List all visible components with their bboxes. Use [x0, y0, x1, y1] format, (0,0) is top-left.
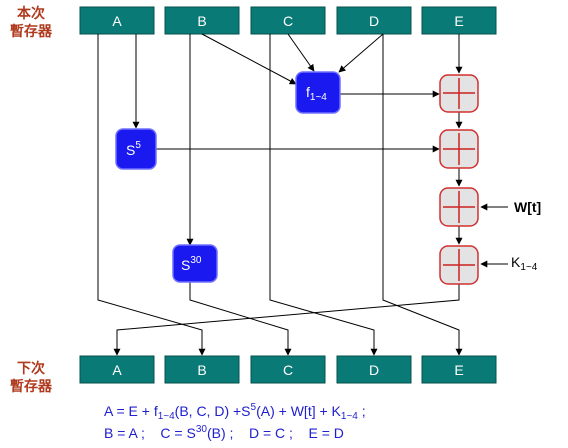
next-registers-label-line2: 暫存器	[10, 378, 53, 395]
k-input-label: K1~4	[511, 254, 538, 273]
arrow-c-to-f	[287, 33, 315, 72]
arrow-c-to-next-d	[269, 34, 378, 356]
top-register-a	[79, 6, 155, 35]
top-register-d-label: D	[369, 13, 379, 29]
formula-line-2: B = A ; C = S30(B) ; D = C ; E = D	[104, 424, 344, 441]
wt-input-label: W[t]	[514, 199, 541, 215]
top-register-b-label: B	[197, 13, 206, 29]
adder-2	[439, 129, 479, 169]
current-registers-label-line2: 暫存器	[10, 23, 53, 40]
bottom-register-e-label: E	[454, 362, 463, 378]
arrow-sum-to-next-a	[113, 284, 460, 356]
s5-rotate-box: S5	[115, 128, 157, 170]
s5-rotate-label: S5	[126, 140, 141, 158]
formula-line-1: A = E + f1~4(B, C, D) +S5(A) + W[t] + K1…	[104, 402, 366, 422]
top-register-row: A B C D E	[79, 6, 497, 35]
bottom-register-d	[336, 355, 412, 384]
bottom-register-e	[421, 355, 497, 384]
bottom-register-c	[250, 355, 326, 384]
arrow-a-to-next-b	[97, 34, 206, 356]
top-register-a-label: A	[112, 13, 122, 29]
f-function-label: f1~4	[306, 84, 327, 103]
s30-rotate-box: S30	[172, 244, 218, 283]
bottom-register-a	[79, 355, 155, 384]
bottom-register-a-label: A	[112, 362, 122, 378]
f-function-box: f1~4	[295, 71, 341, 114]
adder-3	[439, 187, 479, 227]
arrow-s30-to-next-c	[189, 282, 292, 356]
bottom-register-d-label: D	[369, 362, 379, 378]
bottom-register-b	[164, 355, 240, 384]
arrow-b-to-f	[201, 33, 297, 85]
bottom-register-b-label: B	[197, 362, 206, 378]
next-registers-label-line1: 下次	[17, 360, 45, 377]
arrow-d-to-f	[338, 33, 384, 73]
current-registers-label-line1: 本次	[17, 5, 45, 22]
top-register-d	[336, 6, 412, 35]
s30-rotate-label: S30	[181, 255, 202, 273]
connection-lines	[97, 33, 508, 356]
bottom-register-row: A B C D E	[79, 355, 497, 384]
top-register-b	[164, 6, 240, 35]
top-register-e-label: E	[454, 13, 463, 29]
arrow-d-to-next-e	[382, 34, 463, 356]
adder-1	[439, 74, 479, 113]
bottom-register-c-label: C	[283, 362, 293, 378]
adder-4	[439, 245, 479, 285]
top-register-c-label: C	[283, 13, 293, 29]
